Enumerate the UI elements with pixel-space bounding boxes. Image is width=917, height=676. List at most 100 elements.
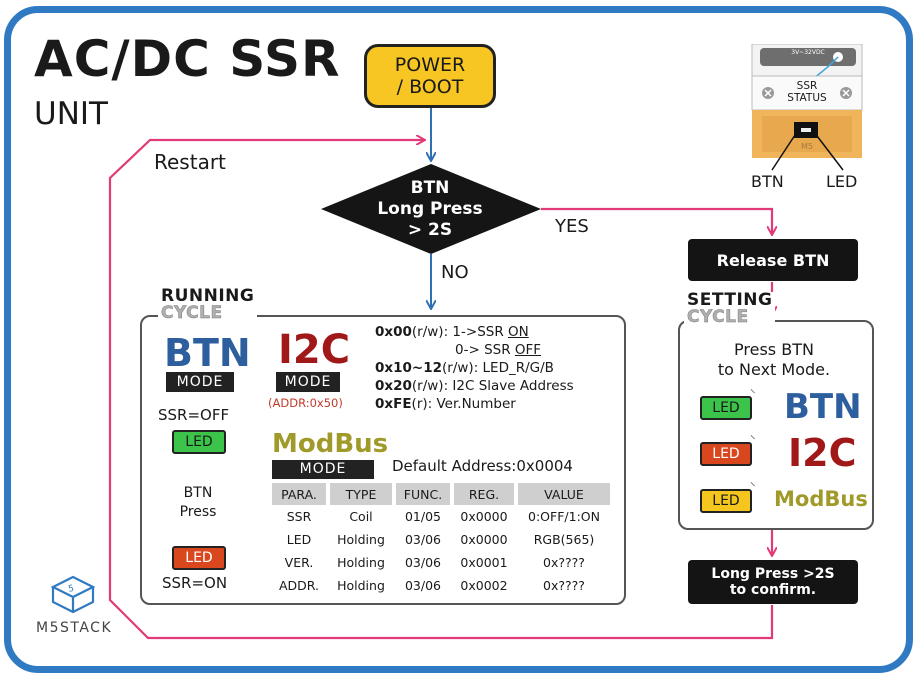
modbus-default-address: Default Address:0x0004 — [392, 457, 573, 475]
modbus-table: PARA. TYPE FUNC. REG. VALUE SSR Coil 01/… — [268, 483, 614, 597]
setting-led-red: LED — [700, 442, 752, 466]
cell-value: 0x???? — [543, 555, 585, 570]
device-led-label: LED — [826, 172, 858, 191]
running-sub: CYCLE — [161, 303, 223, 323]
cell-para: ADDR. — [278, 578, 319, 593]
decision-text: BTN Long Press > 2S — [355, 178, 505, 241]
ssr-on-label: SSR=ON — [162, 574, 228, 592]
cell-type: Coil — [349, 509, 373, 524]
page-subtitle: UNIT — [34, 96, 108, 132]
cell-reg: 0x0002 — [460, 578, 508, 593]
svg-text:5: 5 — [68, 584, 75, 595]
register-row-0: 0x00(r/w): 1->SSR ON — [375, 324, 529, 340]
cell-func: 03/06 — [404, 578, 442, 593]
confirm-line1: Long Press >2S — [711, 566, 835, 582]
cell-type: Holding — [337, 578, 385, 593]
page-title: AC/DC SSR — [34, 30, 341, 88]
decision-line1: BTN — [410, 178, 450, 198]
cell-func: 01/05 — [404, 509, 442, 524]
release-btn-node: Release BTN — [688, 239, 858, 281]
register-row-2: 0x10~12(r/w): LED_R/G/B — [375, 360, 554, 376]
table-row: VER. Holding 03/06 0x0001 0x???? — [272, 551, 610, 574]
modbus-mode-chip: MODE — [272, 460, 374, 479]
cell-value: 0:OFF/1:ON — [528, 509, 600, 524]
running-head: RUNNING — [161, 286, 255, 306]
setting-mode-btn: BTN — [784, 387, 862, 427]
cell-value: RGB(565) — [533, 532, 595, 547]
device-graphic — [751, 43, 863, 158]
status-line2: STATUS — [787, 92, 827, 104]
led-blink-icon: ⸌ — [750, 480, 756, 493]
i2c-address: (ADDR:0x50) — [268, 396, 343, 410]
setting-mode-i2c: I2C — [788, 431, 857, 475]
cell-type: Holding — [337, 555, 385, 570]
btn-press-label: BTN Press — [178, 484, 218, 522]
btn-press-line1: BTN — [183, 485, 213, 501]
led-blink-icon: ⸌ — [750, 387, 756, 400]
setting-head: SETTING — [687, 290, 773, 310]
power-boot-node: POWER/ BOOT — [364, 44, 496, 108]
btn-press-line2: Press — [179, 504, 217, 520]
cell-reg: 0x0000 — [460, 532, 508, 547]
table-row: SSR Coil 01/05 0x0000 0:OFF/1:ON — [272, 505, 610, 528]
cell-reg: 0x0000 — [460, 509, 508, 524]
restart-label: Restart — [154, 150, 226, 174]
power-line1: POWER — [394, 54, 466, 76]
cell-value: 0x???? — [543, 578, 585, 593]
device-illustration: 3V~32VDC SSR STATUS M5 — [746, 43, 868, 164]
led-blink-icon: ⸌ — [750, 433, 756, 446]
setting-instruction: Press BTN to Next Mode. — [686, 340, 862, 380]
setting-sub: CYCLE — [687, 307, 749, 327]
m5stack-logo-icon: 5 — [50, 575, 96, 614]
m5stack-brand: M5STACK — [36, 620, 113, 636]
modbus-table-header: PARA. TYPE FUNC. REG. VALUE — [272, 483, 610, 505]
modbus-mode-word: ModBus — [272, 429, 389, 459]
led-green-indicator: LED — [172, 430, 226, 454]
register-row-4: 0xFE(r): Ver.Number — [375, 396, 516, 412]
register-row-1: 0-> SSR OFF — [455, 342, 542, 358]
device-voltage: 3V~32VDC — [791, 49, 825, 56]
cell-para: VER. — [284, 555, 314, 570]
setting-instruction-line2: to Next Mode. — [717, 360, 831, 379]
i2c-mode-word: I2C — [278, 327, 351, 373]
status-line1: SSR — [796, 80, 818, 92]
cell-type: Holding — [337, 532, 385, 547]
btn-mode-word: BTN — [164, 331, 251, 375]
device-btn-label: BTN — [751, 172, 784, 191]
yes-label: YES — [555, 216, 589, 237]
setting-led-yellow: LED — [700, 489, 752, 513]
setting-instruction-line1: Press BTN — [734, 340, 814, 359]
setting-cycle-title: SETTING CYCLE — [684, 290, 776, 327]
no-label: NO — [441, 262, 469, 283]
power-line2: / BOOT — [396, 76, 464, 98]
ssr-status-label: SSR STATUS — [776, 80, 838, 104]
modbus-header-value: VALUE — [518, 483, 610, 505]
cell-reg: 0x0001 — [460, 555, 508, 570]
cell-para: SSR — [286, 509, 312, 524]
setting-mode-modbus: ModBus — [774, 487, 868, 511]
modbus-header-type: TYPE — [330, 483, 392, 505]
device-brand: M5 — [801, 142, 813, 151]
arrow-yes — [541, 207, 772, 234]
decision-line3: > 2S — [407, 220, 453, 240]
register-row-3: 0x20(r/w): I2C Slave Address — [375, 378, 574, 394]
table-row: LED Holding 03/06 0x0000 RGB(565) — [272, 528, 610, 551]
modbus-header-func: FUNC. — [396, 483, 450, 505]
cell-func: 03/06 — [404, 555, 442, 570]
led-red-indicator: LED — [172, 546, 226, 570]
cell-para: LED — [286, 532, 312, 547]
setting-led-green: LED — [700, 396, 752, 420]
table-row: ADDR. Holding 03/06 0x0002 0x???? — [272, 574, 610, 597]
running-cycle-title: RUNNING CYCLE — [158, 286, 258, 323]
i2c-register-list: 0x00(r/w): 1->SSR ON 0-> SSR OFF 0x10~12… — [375, 323, 574, 413]
decision-diamond — [321, 164, 541, 254]
decision-line2: Long Press — [377, 199, 483, 219]
i2c-mode-chip: MODE — [276, 372, 340, 392]
modbus-header-para: PARA. — [272, 483, 326, 505]
btn-mode-chip: MODE — [166, 372, 234, 392]
modbus-header-reg: REG. — [454, 483, 514, 505]
cell-func: 03/06 — [404, 532, 442, 547]
restart-loop — [108, 140, 774, 640]
confirm-line2: to confirm. — [729, 582, 817, 598]
